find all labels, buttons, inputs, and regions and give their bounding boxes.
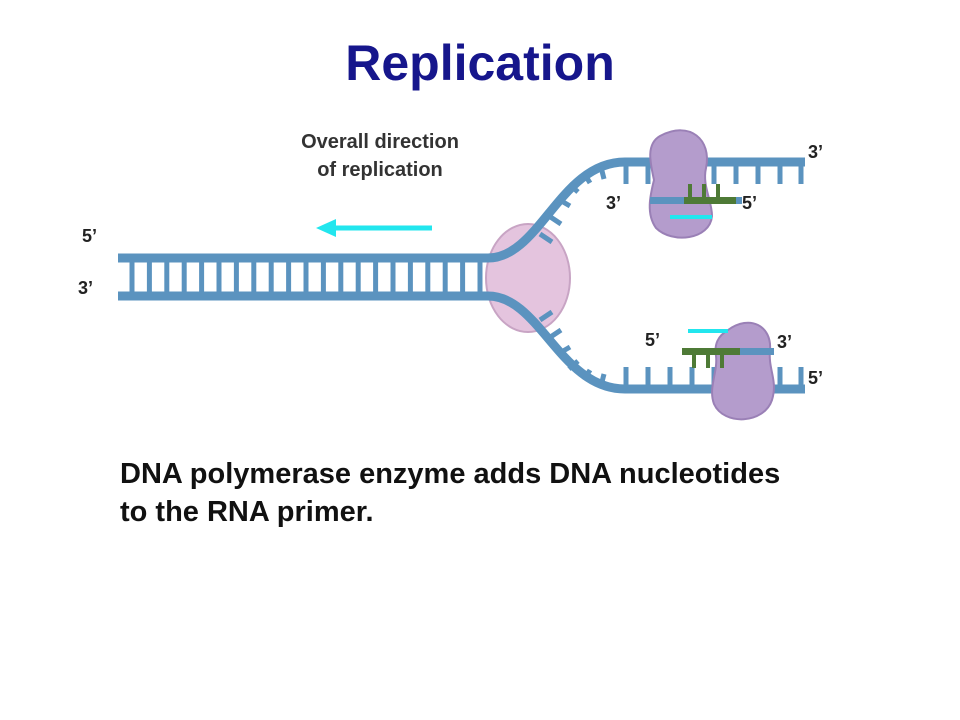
label-bottom-right-5prime: 5’ xyxy=(808,368,824,388)
direction-arrow-head xyxy=(316,219,336,237)
slide-caption: DNA polymerase enzyme adds DNA nucleotid… xyxy=(120,455,900,531)
top-parent-strand xyxy=(118,157,805,263)
bottom-parent-strand xyxy=(118,291,805,394)
direction-label-line1: Overall direction xyxy=(301,131,459,153)
label-bottom-primer-3prime: 3’ xyxy=(777,332,793,352)
label-top-primer-5prime: 5’ xyxy=(742,193,758,213)
bottom-daughter-strand xyxy=(740,348,774,355)
top-dna-polymerase xyxy=(648,129,714,239)
label-left-top-5prime: 5’ xyxy=(82,226,98,246)
bottom-new-dna-rungs xyxy=(692,354,724,368)
direction-label-line2: of replication xyxy=(317,159,443,181)
top-new-dna xyxy=(682,197,738,204)
caption-line2: to the RNA primer. xyxy=(120,496,374,528)
label-top-primer-3prime: 3’ xyxy=(606,193,622,213)
top-daughter-strand-right xyxy=(736,197,742,204)
fork-top-rungs xyxy=(538,166,607,245)
label-left-bottom-3prime: 3’ xyxy=(78,278,94,298)
slide-title: Replication xyxy=(345,35,615,91)
bottom-new-dna xyxy=(682,348,742,355)
parental-dna-rungs xyxy=(129,258,483,296)
label-top-right-3prime: 3’ xyxy=(808,142,824,162)
top-daughter-strand xyxy=(650,197,684,204)
bottom-dna-polymerase xyxy=(711,321,775,421)
direction-label: Overall direction of replication xyxy=(270,128,490,184)
top-new-dna-rungs xyxy=(688,184,720,198)
caption-line1: DNA polymerase enzyme adds DNA nucleotid… xyxy=(120,458,781,490)
top-rna-primer xyxy=(670,215,712,219)
bottom-rna-primer xyxy=(688,329,728,333)
fork-bottom-rungs xyxy=(538,309,607,387)
label-bottom-primer-5prime: 5’ xyxy=(645,330,661,350)
